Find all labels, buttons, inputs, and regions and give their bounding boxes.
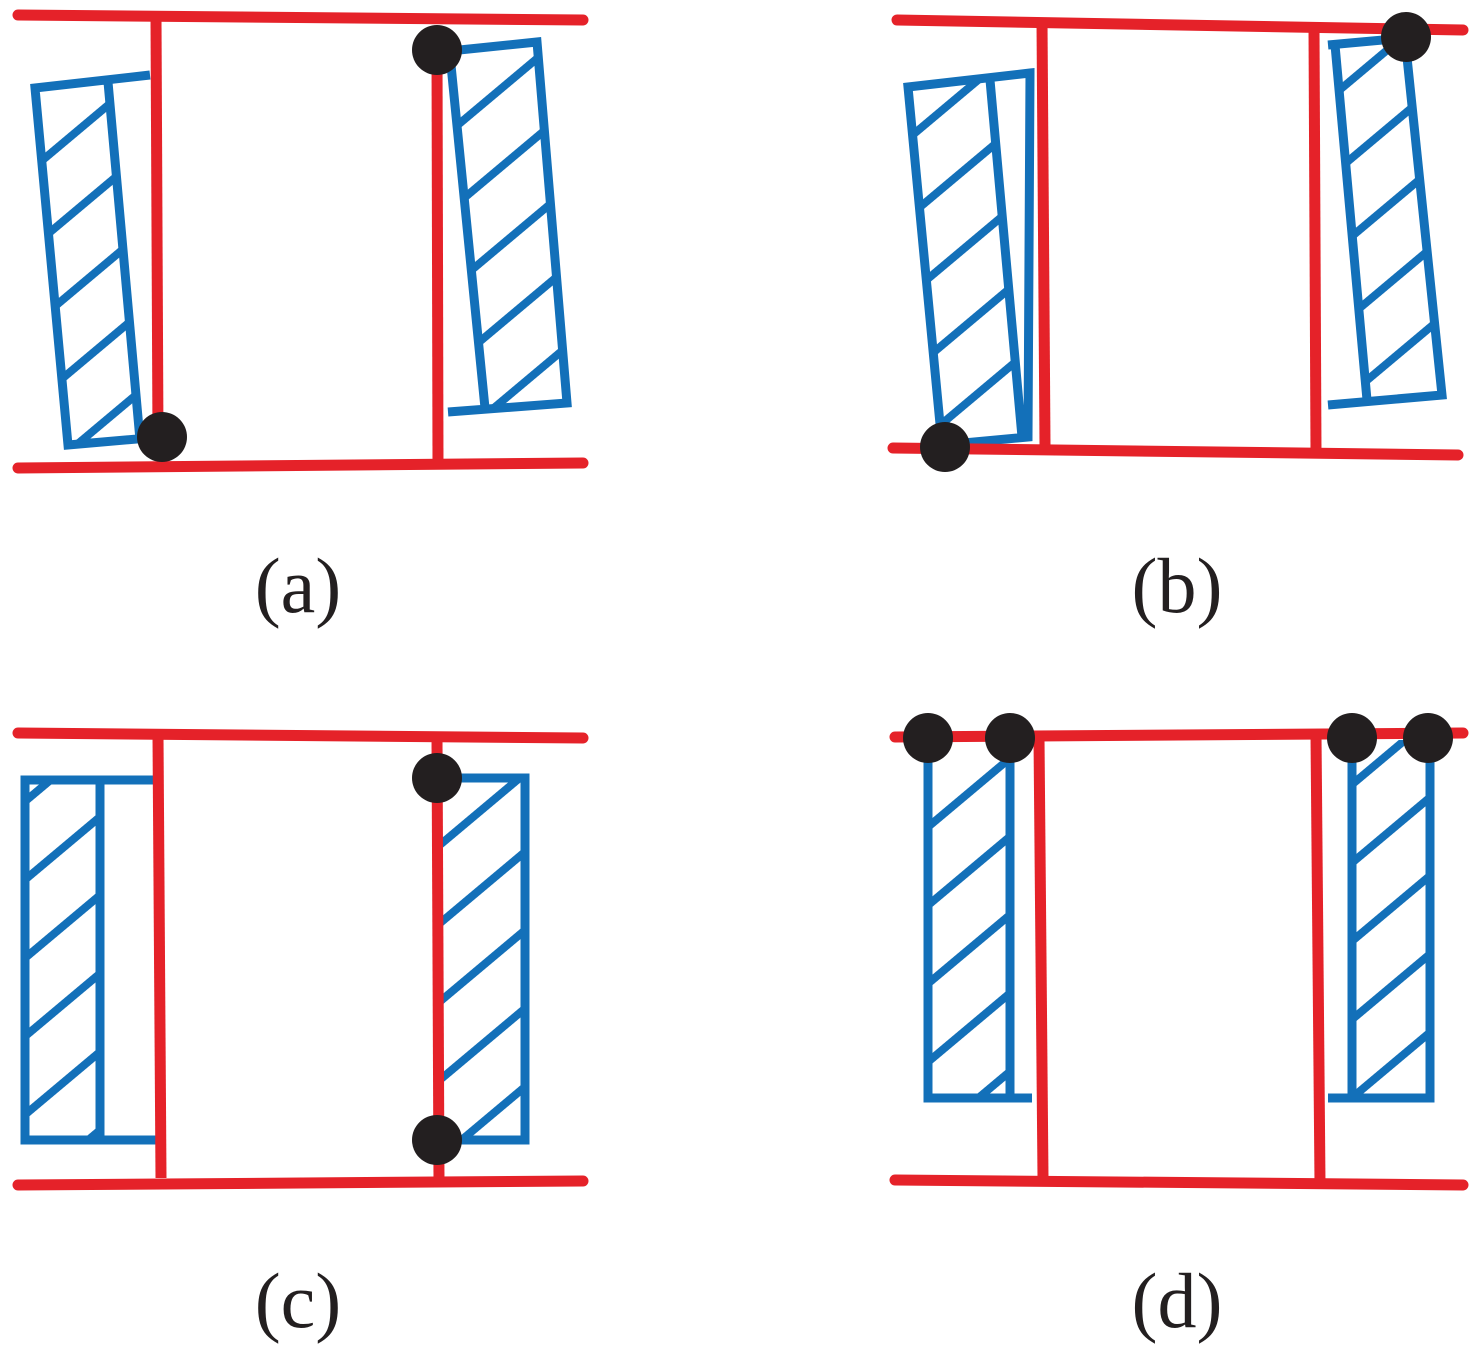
- left-post: [1036, 21, 1051, 446]
- panel-label: (a): [255, 542, 342, 629]
- joint-dot: [1403, 713, 1453, 763]
- panel-label: (c): [255, 1257, 342, 1344]
- right-post: [431, 49, 444, 466]
- bottom-rail: [887, 442, 1464, 461]
- top-rail: [891, 14, 1469, 36]
- right-post: [1310, 734, 1326, 1184]
- joint-dot: [412, 25, 462, 75]
- panel-d: (d): [889, 713, 1469, 1344]
- hatched-region: [928, 740, 1010, 1098]
- joint-dot: [920, 422, 970, 472]
- panel-label: (b): [1132, 542, 1223, 629]
- top-rail: [889, 727, 1469, 743]
- bottom-rail: [12, 457, 589, 474]
- joint-dot: [137, 412, 187, 462]
- joint-dot: [903, 713, 953, 763]
- left-post: [152, 735, 167, 1179]
- right-block: [1328, 740, 1435, 1103]
- right-block: [1327, 33, 1447, 410]
- left-post: [1033, 737, 1049, 1179]
- right-block: [439, 37, 572, 417]
- joint-dot: [985, 713, 1035, 763]
- bottom-rail: [12, 1175, 589, 1191]
- right-post: [431, 737, 445, 1183]
- left-block: [20, 775, 158, 1145]
- top-rail: [12, 727, 589, 744]
- joint-dot: [412, 753, 462, 803]
- left-block: [923, 740, 1032, 1103]
- left-block: [30, 70, 161, 450]
- joint-dot: [412, 1115, 462, 1165]
- right-post: [1308, 27, 1322, 453]
- joint-dot: [1381, 12, 1431, 62]
- panel-b: (b): [887, 12, 1469, 629]
- hatched-region: [440, 778, 525, 1140]
- panel-label: (d): [1132, 1257, 1223, 1344]
- hatched-region: [25, 780, 100, 1140]
- panel-a: (a): [12, 9, 589, 629]
- top-rail: [12, 9, 589, 26]
- hatched-region: [1352, 740, 1430, 1098]
- panel-c: (c): [12, 727, 589, 1344]
- joint-dot: [1327, 713, 1377, 763]
- right-block: [437, 773, 530, 1145]
- bottom-rail: [889, 1174, 1469, 1191]
- left-post: [150, 17, 164, 441]
